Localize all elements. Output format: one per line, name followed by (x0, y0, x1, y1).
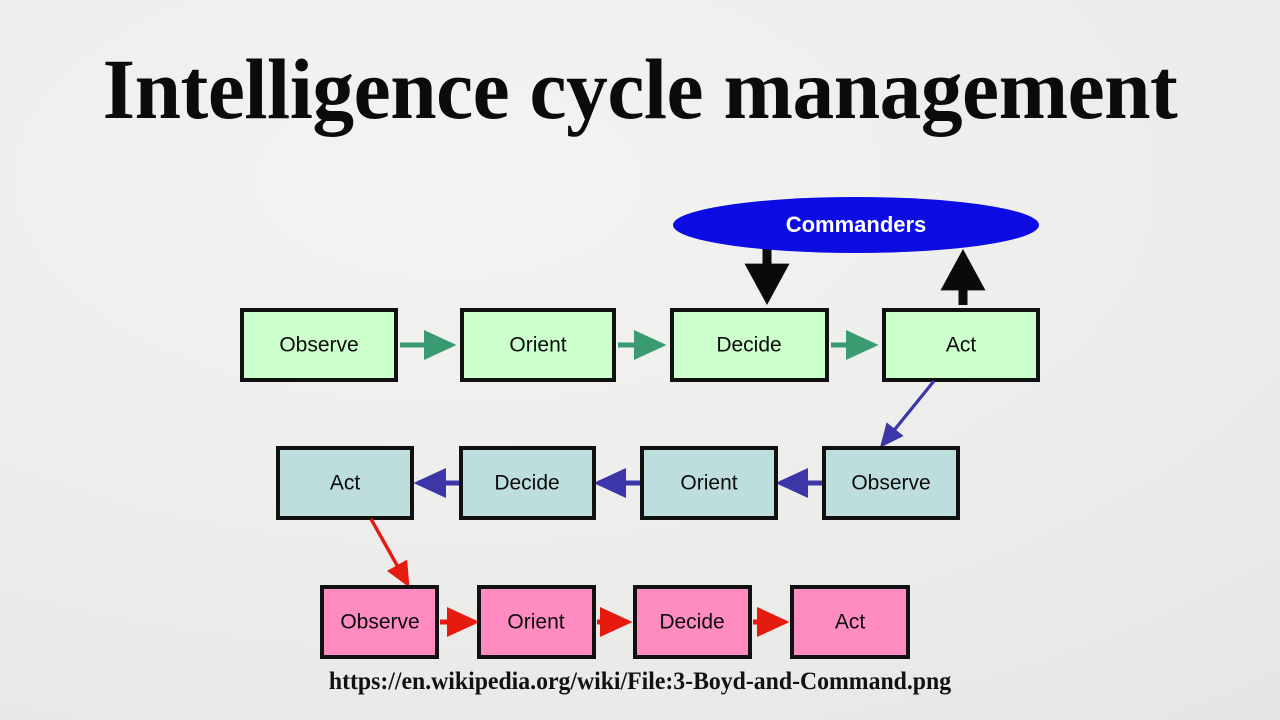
node-pink-act[interactable]: Act (790, 585, 910, 659)
page-title: Intelligence cycle management (102, 41, 1178, 137)
node-label: Decide (659, 611, 724, 634)
connector-blue-act-to-pink-observe (369, 518, 410, 588)
node-label: Orient (509, 334, 566, 357)
node-blue-decide[interactable]: Decide (459, 446, 596, 520)
loop-strategic: Observe Orient Decide Act (240, 308, 1040, 382)
node-green-observe[interactable]: Observe (240, 308, 398, 382)
loop-tactical: Observe Orient Decide Act (320, 585, 910, 659)
commanders-node[interactable]: Commanders (673, 197, 1039, 253)
node-pink-orient[interactable]: Orient (477, 585, 596, 659)
node-green-orient[interactable]: Orient (460, 308, 616, 382)
node-label: Decide (716, 334, 781, 357)
node-label: Observe (340, 611, 419, 634)
node-label: Decide (494, 472, 559, 495)
node-label: Act (330, 472, 361, 495)
node-label: Orient (680, 472, 737, 495)
node-pink-observe[interactable]: Observe (320, 585, 439, 659)
node-label: Observe (279, 334, 358, 357)
connector-green-act-to-blue-observe (879, 379, 936, 448)
node-green-decide[interactable]: Decide (670, 308, 829, 382)
node-pink-decide[interactable]: Decide (633, 585, 752, 659)
commanders-label: Commanders (786, 212, 927, 237)
node-label: Orient (507, 611, 564, 634)
node-green-act[interactable]: Act (882, 308, 1040, 382)
source-url-caption: https://en.wikipedia.org/wiki/File:3-Boy… (328, 668, 952, 695)
node-blue-observe[interactable]: Observe (822, 446, 960, 520)
node-label: Observe (851, 472, 930, 495)
node-label: Act (835, 611, 866, 634)
loop-operational: Act Decide Orient Observe (276, 446, 960, 520)
node-label: Act (946, 334, 977, 357)
node-blue-act[interactable]: Act (276, 446, 414, 520)
node-blue-orient[interactable]: Orient (640, 446, 778, 520)
